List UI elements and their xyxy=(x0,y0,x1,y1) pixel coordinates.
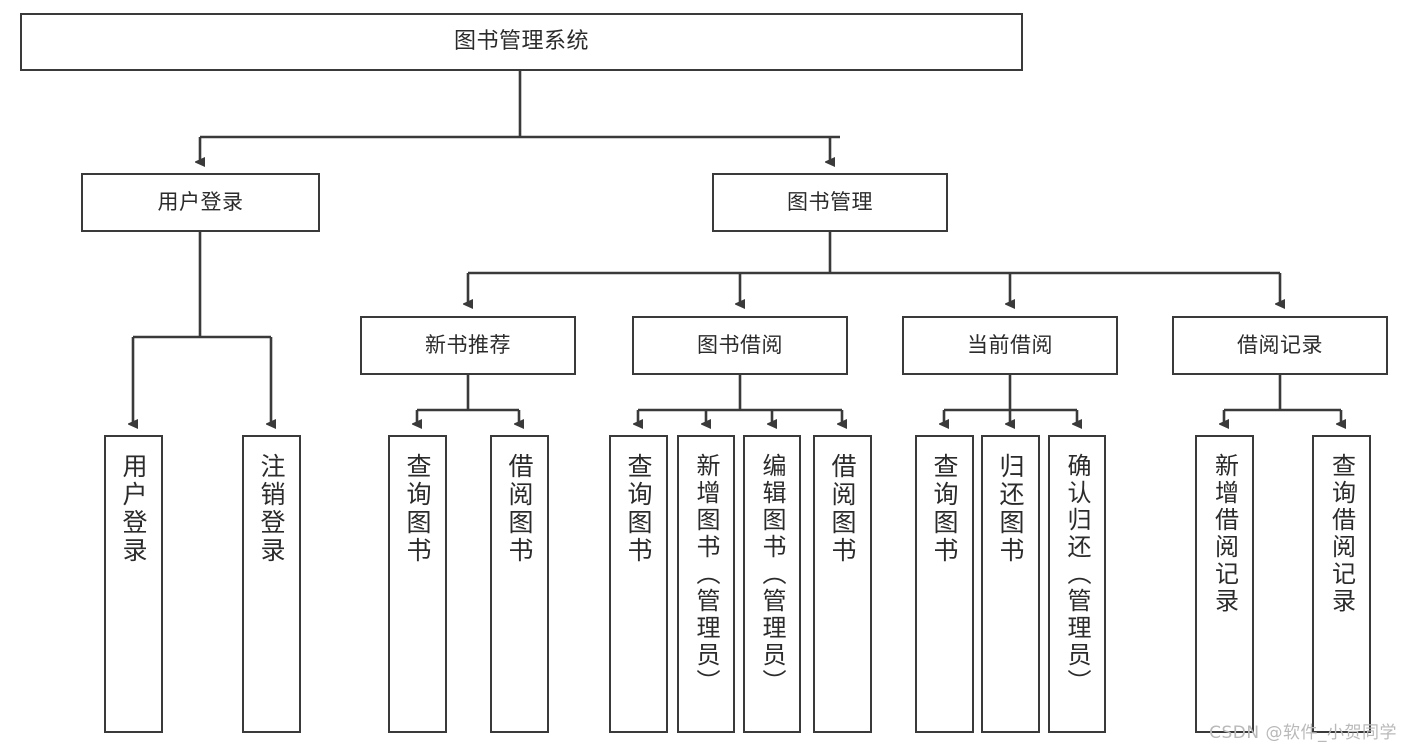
node-leaf-borrow-book-2[interactable]: 借阅图书 xyxy=(813,435,872,733)
node-leaf-confirm-return[interactable]: 确认归还（管理员） xyxy=(1048,435,1106,733)
node-leaf-confirm-return-label: 确认归还（管理员） xyxy=(1063,453,1091,696)
node-current-borrow-label: 当前借阅 xyxy=(967,333,1053,358)
node-leaf-borrow-book-2-label: 借阅图书 xyxy=(828,453,857,565)
node-leaf-add-book-label: 新增图书（管理员） xyxy=(692,453,720,696)
node-leaf-return-book-label: 归还图书 xyxy=(996,453,1025,565)
node-leaf-query-book-1[interactable]: 查询图书 xyxy=(388,435,447,733)
node-user-login[interactable]: 用户登录 xyxy=(81,173,320,232)
watermark: CSDN @软件_小贺同学 xyxy=(1209,723,1397,743)
node-user-login-label: 用户登录 xyxy=(157,190,244,215)
node-leaf-query-book-2-label: 查询图书 xyxy=(624,453,653,565)
node-leaf-user-login-label: 用户登录 xyxy=(119,453,148,565)
node-book-manage-label: 图书管理 xyxy=(787,190,873,215)
node-book-borrow[interactable]: 图书借阅 xyxy=(632,316,848,375)
node-leaf-add-book[interactable]: 新增图书（管理员） xyxy=(677,435,735,733)
node-root-label: 图书管理系统 xyxy=(453,29,589,55)
node-root[interactable]: 图书管理系统 xyxy=(20,13,1023,71)
node-book-borrow-label: 图书借阅 xyxy=(697,333,783,358)
node-current-borrow[interactable]: 当前借阅 xyxy=(902,316,1118,375)
node-leaf-logout[interactable]: 注销登录 xyxy=(242,435,301,733)
node-leaf-logout-label: 注销登录 xyxy=(257,453,286,565)
node-leaf-query-book-2[interactable]: 查询图书 xyxy=(609,435,668,733)
node-book-manage[interactable]: 图书管理 xyxy=(712,173,948,232)
node-leaf-add-record-label: 新增借阅记录 xyxy=(1210,453,1239,615)
node-leaf-return-book[interactable]: 归还图书 xyxy=(981,435,1040,733)
node-leaf-borrow-book-1[interactable]: 借阅图书 xyxy=(490,435,549,733)
node-leaf-query-record-label: 查询借阅记录 xyxy=(1327,453,1356,615)
node-leaf-query-book-3-label: 查询图书 xyxy=(930,453,959,565)
node-new-book-recommend[interactable]: 新书推荐 xyxy=(360,316,576,375)
node-new-book-recommend-label: 新书推荐 xyxy=(425,333,511,358)
node-leaf-borrow-book-1-label: 借阅图书 xyxy=(505,453,534,565)
node-leaf-add-record[interactable]: 新增借阅记录 xyxy=(1195,435,1254,733)
node-leaf-query-record[interactable]: 查询借阅记录 xyxy=(1312,435,1371,733)
node-leaf-query-book-3[interactable]: 查询图书 xyxy=(915,435,974,733)
node-borrow-record[interactable]: 借阅记录 xyxy=(1172,316,1388,375)
node-leaf-user-login[interactable]: 用户登录 xyxy=(104,435,163,733)
node-leaf-edit-book[interactable]: 编辑图书（管理员） xyxy=(743,435,801,733)
node-borrow-record-label: 借阅记录 xyxy=(1237,333,1323,358)
node-leaf-edit-book-label: 编辑图书（管理员） xyxy=(758,453,786,696)
node-leaf-query-book-1-label: 查询图书 xyxy=(403,453,432,565)
